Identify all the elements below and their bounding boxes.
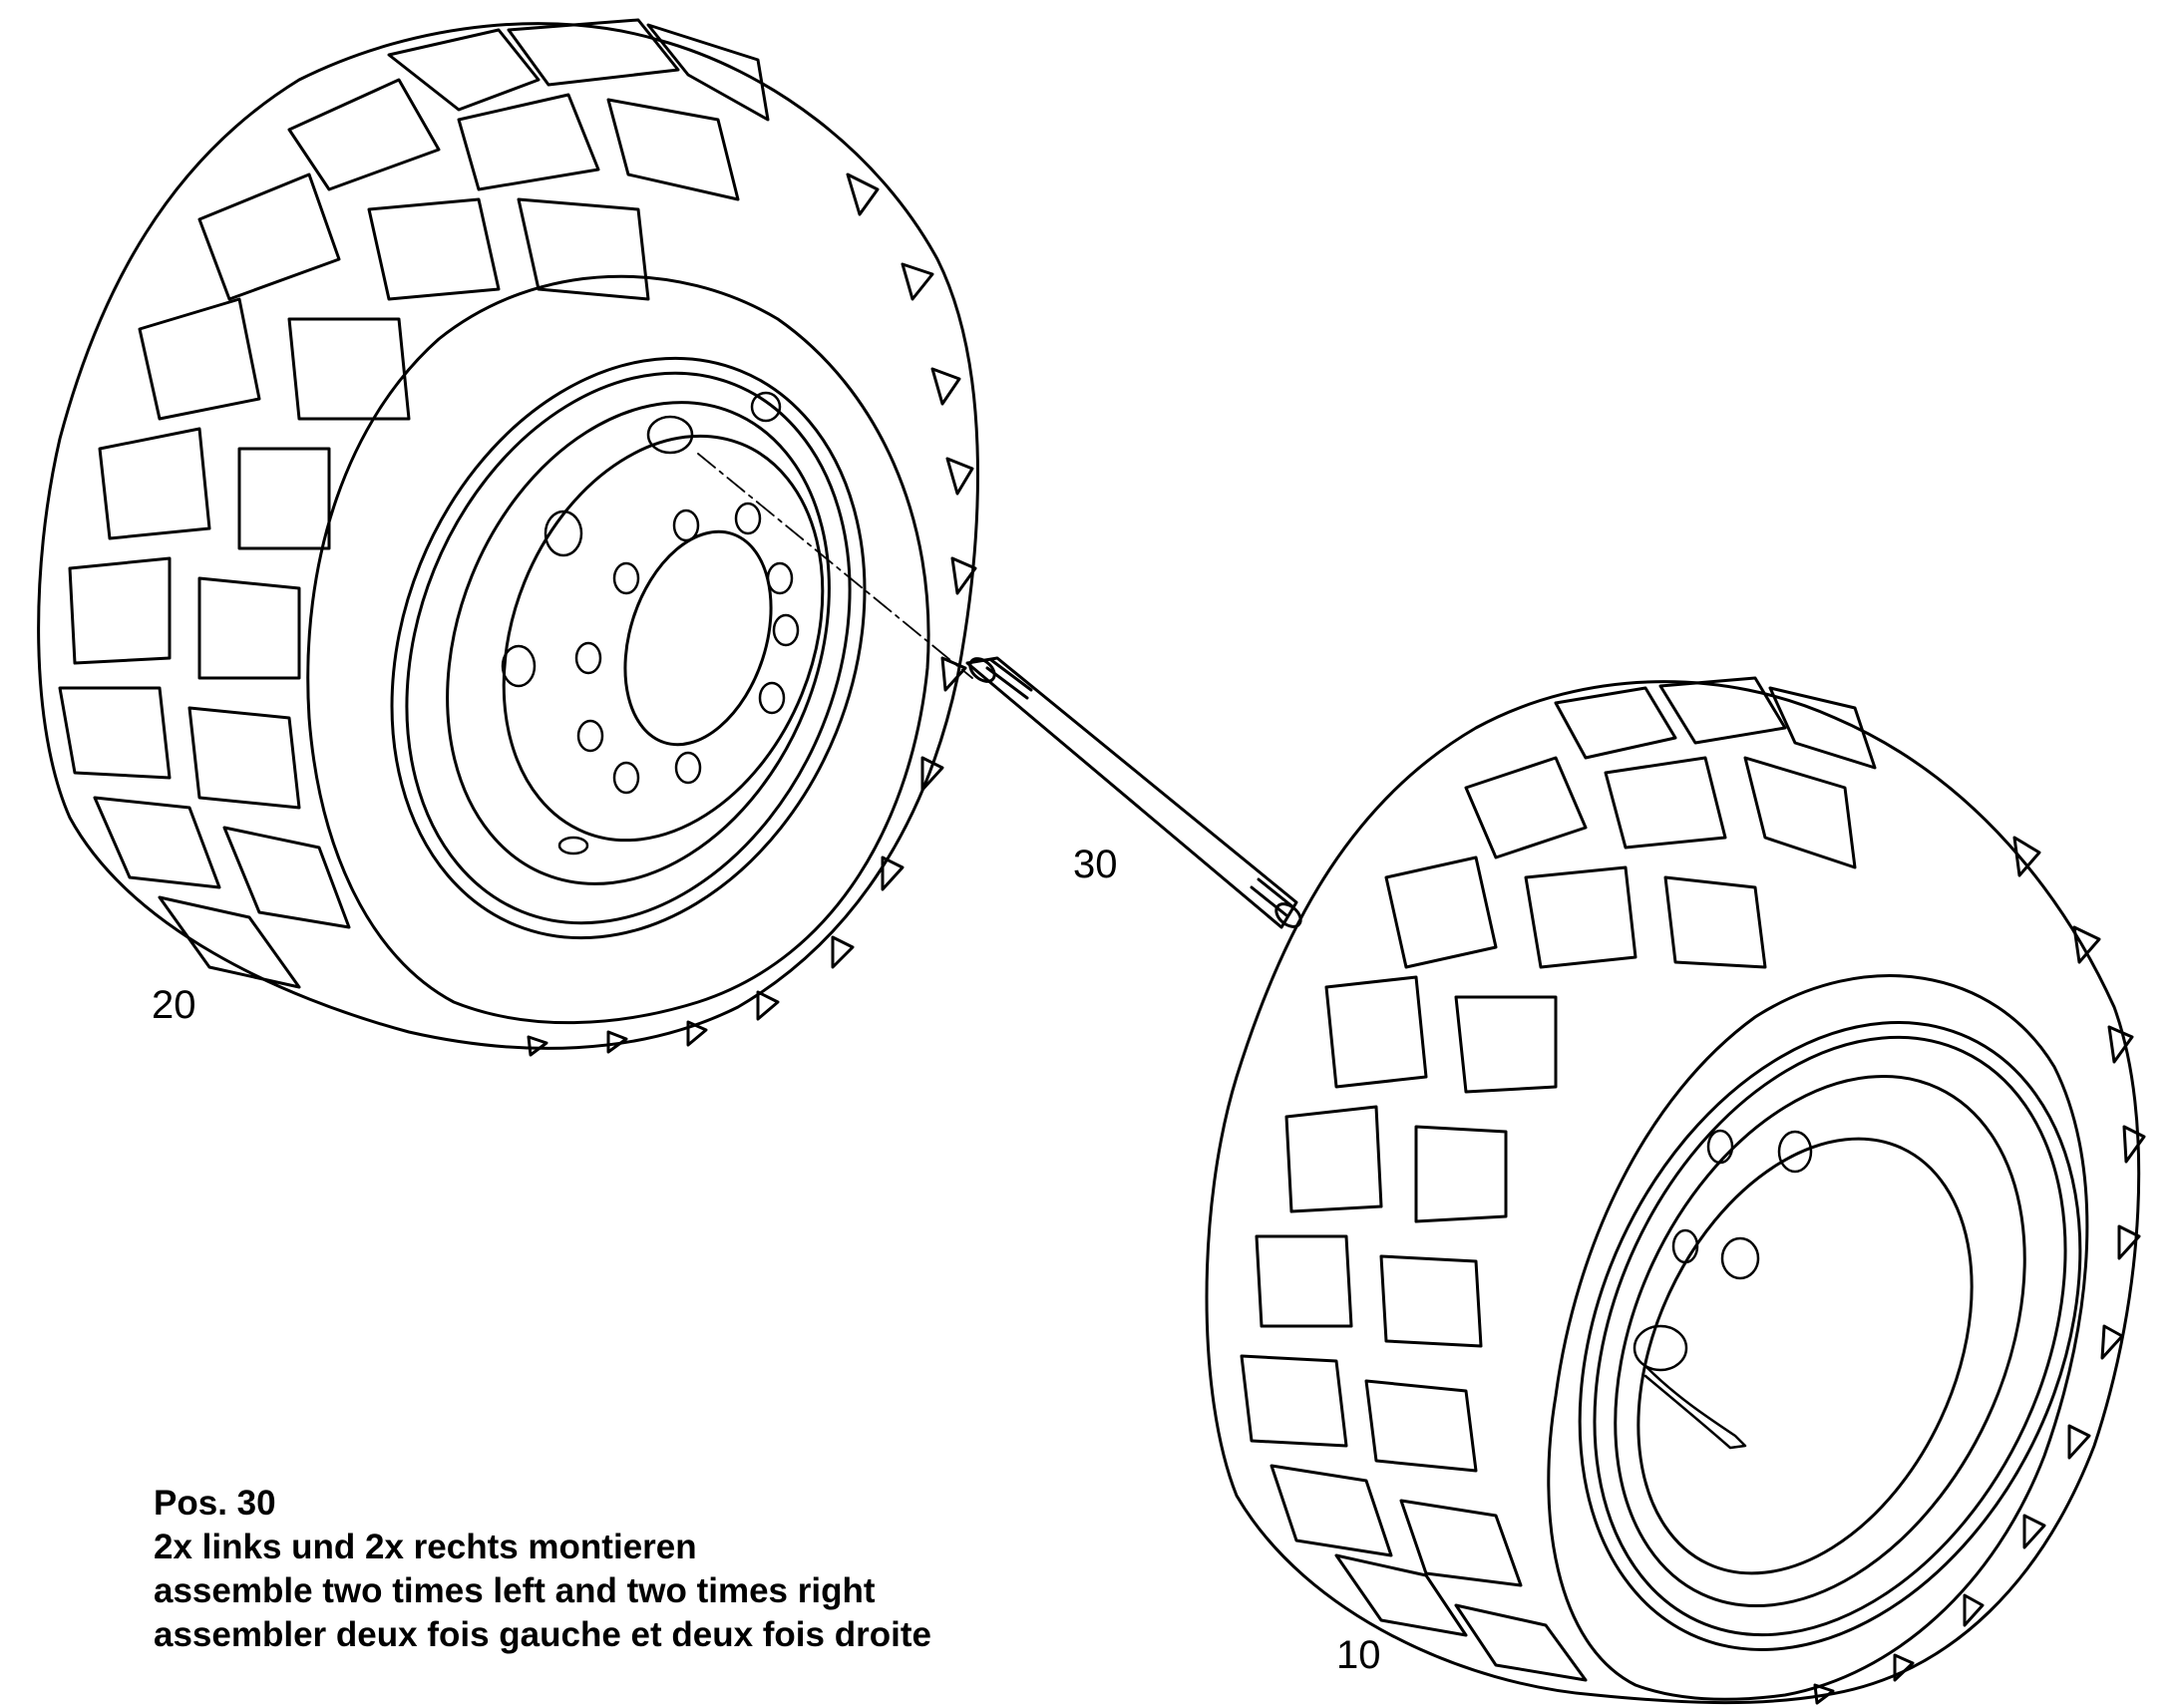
rim-inner-20: [446, 401, 831, 885]
rim-inner-10: [1614, 1074, 2026, 1608]
tread-lugs-20: [58, 18, 770, 989]
bolt-holes-20: [501, 391, 800, 855]
callout-30: 30: [1073, 843, 1118, 886]
wheel-assembly-10: [1205, 676, 2146, 1705]
note-line-english: assemble two times left and two times ri…: [154, 1571, 876, 1610]
note-line-german: 2x links und 2x rechts montieren: [154, 1528, 697, 1566]
bolt-holes-10: [1633, 1129, 1813, 1372]
pin-spline-top: [985, 658, 1033, 700]
valve-stem-10: [1643, 1364, 1747, 1450]
axle-pin-30: [697, 453, 1302, 929]
rim-flange-10: [1593, 1035, 2067, 1637]
tire-sidewall-10: [1547, 974, 2089, 1701]
center-line: [697, 453, 973, 679]
hub-bore-20: [623, 529, 773, 747]
tire-outline-20: [37, 22, 979, 1050]
rim-flange-20: [405, 371, 852, 925]
assembly-note: Pos. 30 2x links und 2x rechts montieren…: [154, 1482, 931, 1657]
note-heading: Pos. 30: [154, 1484, 276, 1523]
pin-spline-bottom: [1250, 877, 1295, 917]
rim-outer-20: [390, 356, 867, 940]
tire-outline-10: [1205, 680, 2141, 1705]
wheel-assembly-20: [37, 18, 979, 1057]
disc-10: [1636, 1137, 1974, 1575]
tread-notches-10: [1813, 836, 2146, 1705]
callout-20: 20: [152, 983, 196, 1027]
disc-20: [502, 434, 825, 843]
pin-end-top: [968, 657, 996, 683]
tread-notches-20: [527, 172, 977, 1057]
rim-outer-10: [1578, 1021, 2082, 1651]
note-line-french: assembler deux fois gauche et deux fois …: [154, 1615, 931, 1654]
callout-10: 10: [1336, 1633, 1381, 1677]
tire-sidewall-20: [306, 274, 930, 1025]
tread-lugs-10: [1240, 676, 1877, 1682]
pin-body: [965, 656, 1298, 929]
